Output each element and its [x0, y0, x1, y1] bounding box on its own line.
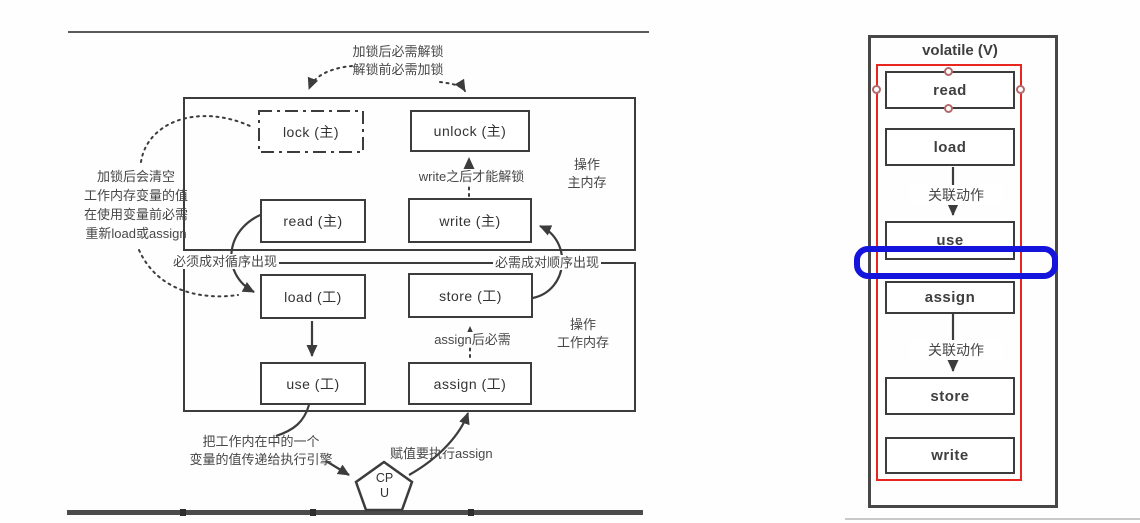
use-to-engine-line1: 把工作内在中的一个 — [202, 434, 320, 449]
bottom-frame-bar — [67, 510, 643, 515]
cpu-line1: CP — [375, 471, 394, 485]
read-box: read (主) — [260, 199, 366, 243]
lock-clear-line1: 加锁后会清空 — [96, 169, 175, 184]
volatile-write-label: write — [931, 447, 969, 464]
arrow-note-to-unlock-top — [439, 78, 466, 92]
read-handle-bottom — [944, 104, 953, 113]
lock-clear-line4: 重新load或assign — [85, 226, 187, 241]
arrow-cpu-to-assign — [408, 412, 470, 476]
arrow-read-to-load — [230, 210, 269, 293]
read-handle-top — [944, 67, 953, 76]
link-action-text-1: 关联动作 — [928, 187, 984, 203]
load-box-label: load (工) — [284, 288, 342, 305]
bottom-right-frame-line — [845, 518, 1140, 520]
volatile-load-box: load — [885, 128, 1015, 166]
cpu-line2: U — [379, 486, 390, 500]
use-box-label: use (工) — [286, 375, 340, 392]
write-box: write (主) — [408, 198, 532, 243]
arc-note-to-lock — [140, 115, 251, 163]
read-handle-left — [872, 85, 881, 94]
unlock-box-label: unlock (主) — [433, 123, 507, 139]
bottom-bar-tick — [180, 509, 186, 516]
unlock-box: unlock (主) — [410, 110, 530, 152]
volatile-title-text: volatile (V) — [922, 42, 998, 59]
link-action-label-1: 关联动作 — [910, 185, 1002, 205]
bottom-bar-tick — [310, 509, 316, 516]
lock-clear-line2: 工作内存变量的值 — [83, 188, 188, 203]
write-before-unlock-note: write之后才能解锁 — [403, 168, 540, 186]
assign-on-set-note: 赋值要执行assign — [390, 445, 493, 463]
assign-required-note: assign后必需 — [425, 331, 520, 349]
lock-clear-note: 加锁后会清空 工作内存变量的值 在使用变量前必需 重新load或assign — [68, 167, 204, 243]
pair-order-right-text: 必需成对顺序出现 — [493, 255, 602, 270]
volatile-assign-label: assign — [924, 289, 976, 306]
working-memory-ops-line2: 工作内存 — [556, 335, 609, 350]
read-handle-right — [1016, 85, 1025, 94]
working-memory-ops-label: 操作 工作内存 — [549, 316, 617, 352]
arrow-note-to-lock-top — [307, 65, 353, 90]
pair-order-left-label: 必须成对循序出现 — [171, 253, 280, 271]
pair-order-right-label: 必需成对顺序出现 — [493, 254, 602, 272]
volatile-assign-box: assign — [885, 281, 1015, 314]
lock-rule-line2: 解锁前必需加锁 — [352, 62, 444, 77]
use-to-engine-line2: 变量的值传递给执行引擎 — [189, 452, 333, 467]
main-memory-ops-label: 操作 主内存 — [557, 156, 617, 192]
main-memory-ops-line1: 操作 — [573, 157, 600, 172]
bottom-bar-tick — [468, 509, 474, 516]
use-to-engine-note: 把工作内在中的一个 变量的值传递给执行引擎 — [172, 433, 350, 469]
link-action-label-2: 关联动作 — [910, 340, 1002, 360]
pair-order-left-text: 必须成对循序出现 — [171, 254, 280, 269]
store-box-label: store (工) — [439, 287, 502, 304]
volatile-store-label: store — [930, 387, 970, 405]
assign-on-set-text: 赋值要执行assign — [390, 446, 493, 461]
arc-note-to-load — [138, 249, 239, 298]
main-memory-region — [183, 97, 636, 251]
lock-box: lock (主) — [259, 111, 363, 152]
read-box-label: read (主) — [283, 213, 343, 229]
link-action-text-2: 关联动作 — [928, 342, 984, 358]
store-box: store (工) — [408, 273, 533, 318]
volatile-use-label: use — [936, 232, 964, 249]
volatile-use-box: use — [885, 221, 1015, 260]
lock-box-dashdot-border — [258, 110, 364, 153]
working-memory-ops-line1: 操作 — [569, 317, 596, 332]
load-box: load (工) — [260, 274, 366, 319]
top-frame-line — [68, 31, 649, 33]
lock-clear-line3: 在使用变量前必需 — [83, 207, 188, 222]
volatile-title: volatile (V) — [868, 42, 1052, 60]
volatile-write-box: write — [885, 437, 1015, 474]
cpu-pentagon — [354, 460, 414, 512]
blue-highlight-box — [854, 246, 1058, 279]
volatile-store-box: store — [885, 377, 1015, 415]
lock-box-label: lock (主) — [282, 123, 340, 140]
arrow-note-to-cpu — [325, 460, 350, 476]
use-box: use (工) — [260, 362, 366, 405]
assign-box: assign (工) — [408, 362, 532, 405]
volatile-red-frame — [876, 64, 1022, 481]
volatile-load-label: load — [933, 138, 967, 156]
volatile-read-label: read — [933, 81, 967, 99]
write-box-label: write (主) — [439, 212, 501, 229]
working-memory-region — [183, 262, 636, 412]
curve-use-to-note — [275, 404, 311, 438]
volatile-outer-box — [868, 35, 1058, 508]
lock-rule-line1: 加锁后必需解锁 — [352, 44, 444, 59]
assign-box-label: assign (工) — [433, 375, 507, 392]
cpu-label: CP U — [368, 471, 401, 501]
assign-required-text: assign后必需 — [432, 332, 513, 347]
main-memory-ops-line2: 主内存 — [567, 175, 607, 190]
lock-rule-note: 加锁后必需解锁 解锁前必需加锁 — [322, 43, 474, 79]
write-before-unlock-text: write之后才能解锁 — [416, 169, 527, 184]
